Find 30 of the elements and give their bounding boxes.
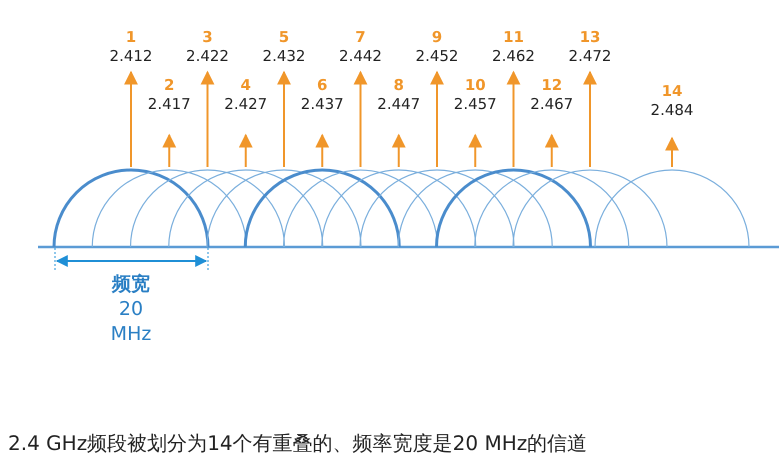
channel-number: 3: [202, 28, 213, 46]
frequency-label: 2.432: [262, 47, 306, 65]
frequency-label: 2.467: [530, 95, 574, 113]
frequency-label: 2.412: [110, 47, 152, 65]
frequency-label: 2.462: [492, 47, 535, 65]
frequency-label: 2.472: [568, 47, 612, 65]
bandwidth-label: 频宽 20 MHz: [110, 272, 152, 347]
channel-number: 12: [541, 76, 562, 94]
frequency-label: 2.422: [186, 47, 229, 65]
frequency-label: 2.452: [416, 47, 458, 65]
channel-number: 11: [503, 28, 524, 46]
channel-number: 7: [355, 28, 366, 46]
channel-number: 14: [662, 82, 682, 100]
channel-number: 9: [432, 28, 442, 46]
channel-number: 5: [278, 28, 290, 46]
frequency-label: 2.484: [650, 101, 694, 119]
frequency-label: 2.447: [377, 95, 420, 113]
channel-number: 8: [394, 76, 404, 94]
channel-number: 13: [580, 28, 600, 46]
channel-number: 2: [164, 76, 174, 94]
caption: 2.4 GHz频段被划分为14个有重叠的、频率宽度是20 MHz的信道: [8, 430, 588, 457]
frequency-label: 2.457: [454, 95, 497, 113]
channel-number: 10: [464, 76, 486, 94]
channel-number: 6: [317, 76, 328, 94]
channel-number: 4: [240, 76, 251, 94]
frequency-label: 2.442: [339, 47, 382, 65]
frequency-label: 2.427: [224, 95, 268, 113]
frequency-label: 2.437: [300, 95, 344, 113]
frequency-label: 2.417: [148, 95, 191, 113]
channel-number: 1: [126, 28, 136, 46]
